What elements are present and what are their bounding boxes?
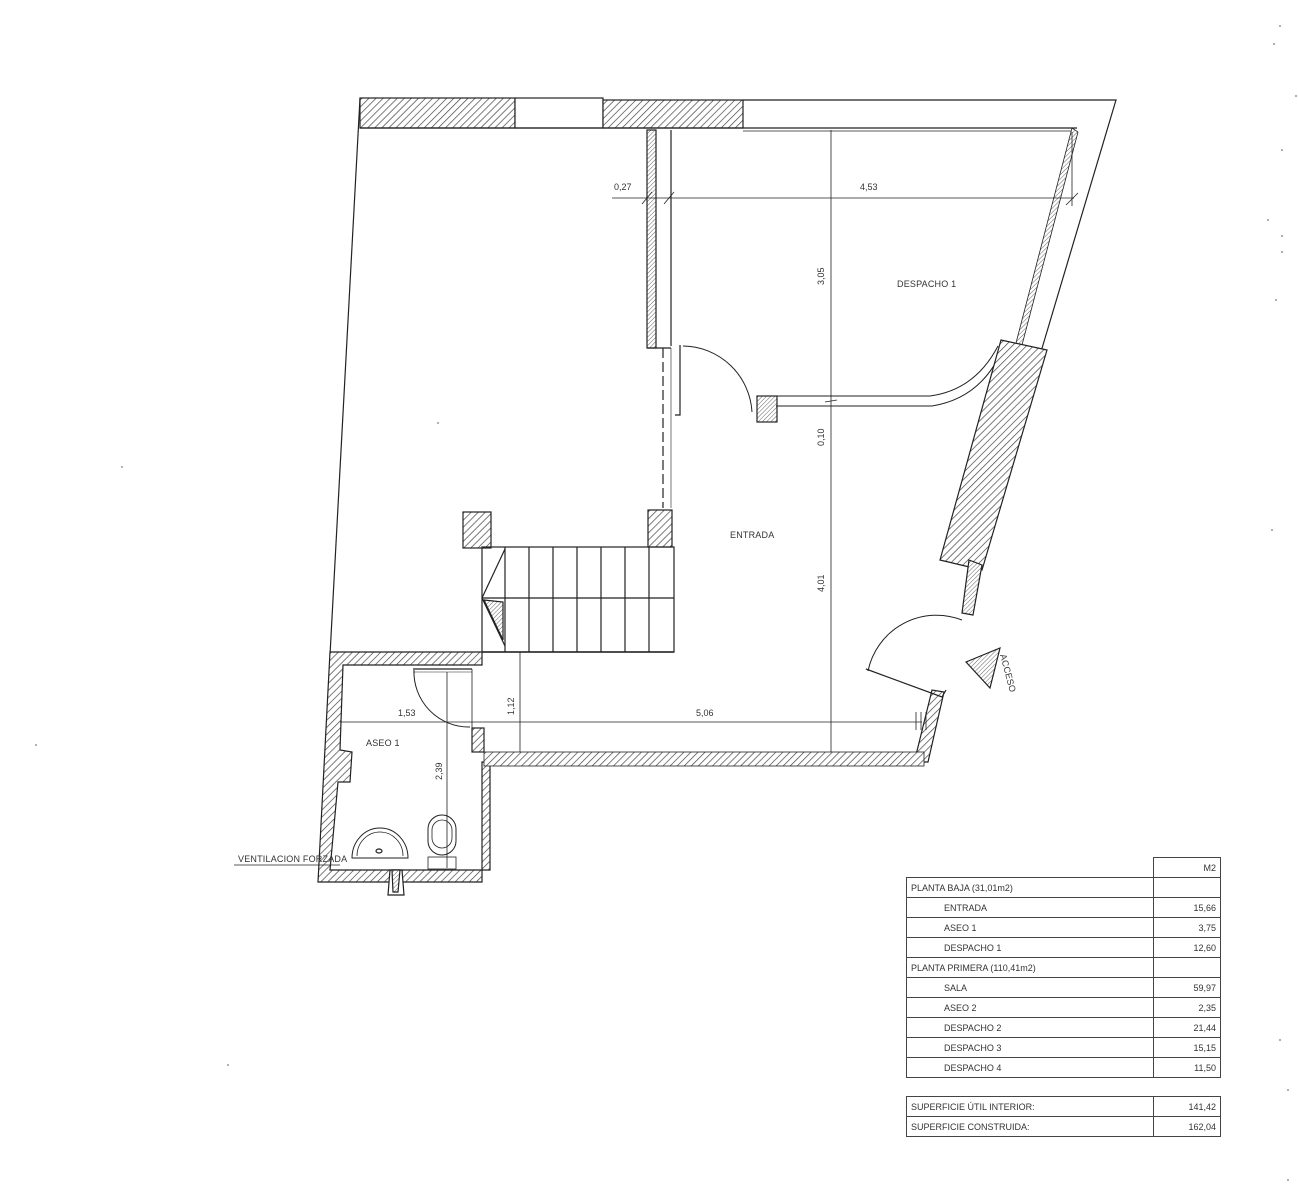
table-row: SALA 59,97 bbox=[906, 977, 1221, 998]
total-row: SUPERFICIE ÚTIL INTERIOR: 141,42 bbox=[906, 1096, 1221, 1117]
room-area: 21,44 bbox=[1153, 1017, 1221, 1038]
group-row: PLANTA BAJA (31,01m2) bbox=[906, 877, 1221, 898]
room-name: ASEO 1 bbox=[906, 917, 1154, 938]
dimension-4-53: 4,53 bbox=[860, 182, 878, 192]
table-header-row: M2 bbox=[907, 857, 1221, 878]
table-row: DESPACHO 2 21,44 bbox=[906, 1017, 1221, 1038]
room-area: 15,66 bbox=[1153, 897, 1221, 918]
room-area: 59,97 bbox=[1153, 977, 1221, 998]
pillar-right bbox=[647, 509, 673, 548]
table-row: ASEO 1 3,75 bbox=[906, 917, 1221, 938]
dimension-1-53: 1,53 bbox=[398, 708, 416, 718]
dimension-2-39: 2,39 bbox=[434, 762, 444, 780]
table-row: ASEO 2 2,35 bbox=[906, 997, 1221, 1018]
group-row: PLANTA PRIMERA (110,41m2) bbox=[906, 957, 1221, 978]
room-name: ASEO 2 bbox=[906, 997, 1154, 1018]
staircase bbox=[481, 546, 675, 653]
room-area: 3,75 bbox=[1153, 917, 1221, 938]
aseo-wall bbox=[317, 651, 945, 883]
pillar-left bbox=[462, 511, 492, 549]
room-area: 12,60 bbox=[1153, 937, 1221, 958]
dimension-5-06: 5,06 bbox=[696, 708, 714, 718]
bottom-wall bbox=[483, 751, 925, 767]
room-label-despacho-1: DESPACHO 1 bbox=[897, 279, 956, 289]
dimension-3-05: 3,05 bbox=[816, 267, 826, 285]
total-value: 162,04 bbox=[1153, 1116, 1221, 1137]
room-name: DESPACHO 2 bbox=[906, 1017, 1154, 1038]
top-wall-left bbox=[359, 97, 516, 129]
acceso-arrow-icon bbox=[964, 646, 1001, 690]
room-area: 11,50 bbox=[1153, 1057, 1221, 1078]
door-swing-aseo bbox=[413, 669, 471, 728]
rooms-area-table: M2 PLANTA BAJA (31,01m2) ENTRADA 15,66 A… bbox=[906, 857, 1221, 1078]
acceso-label: ACCESO bbox=[998, 653, 1018, 693]
interior-partition-wall bbox=[646, 129, 657, 349]
total-label: SUPERFICIE ÚTIL INTERIOR: bbox=[906, 1096, 1154, 1117]
sink-icon bbox=[351, 827, 409, 859]
door-swing-acceso bbox=[867, 614, 963, 672]
total-row: SUPERFICIE CONSTRUIDA: 162,04 bbox=[906, 1116, 1221, 1137]
room-name: ENTRADA bbox=[906, 897, 1154, 918]
room-name: DESPACHO 4 bbox=[906, 1057, 1154, 1078]
room-label-entrada: ENTRADA bbox=[730, 530, 774, 540]
room-area: 15,15 bbox=[1153, 1037, 1221, 1058]
outer-boundary-right bbox=[743, 99, 1117, 356]
room-name: DESPACHO 3 bbox=[906, 1037, 1154, 1058]
table-row: ENTRADA 15,66 bbox=[906, 897, 1221, 918]
group-title: PLANTA PRIMERA (110,41m2) bbox=[906, 957, 1154, 978]
room-name: DESPACHO 1 bbox=[906, 937, 1154, 958]
room-label-aseo-1: ASEO 1 bbox=[366, 738, 400, 748]
totals-table: SUPERFICIE ÚTIL INTERIOR: 141,42 SUPERFI… bbox=[906, 1096, 1221, 1137]
wc-icon bbox=[427, 814, 457, 856]
top-wall-middle bbox=[602, 99, 744, 129]
surface-summary-table: M2 PLANTA BAJA (31,01m2) ENTRADA 15,66 A… bbox=[906, 857, 1222, 1137]
ventilacion-label: VENTILACION FORZADA bbox=[238, 854, 347, 864]
room-area: 2,35 bbox=[1153, 997, 1221, 1018]
group-title: PLANTA BAJA (31,01m2) bbox=[906, 877, 1154, 898]
despacho-slanted-wall bbox=[1015, 127, 1079, 346]
dimension-0-10: 0,10 bbox=[816, 428, 826, 446]
table-row: DESPACHO 4 11,50 bbox=[906, 1057, 1221, 1078]
dimension-4-01: 4,01 bbox=[816, 574, 826, 592]
right-exterior-wall bbox=[939, 339, 1048, 571]
table-row: DESPACHO 3 15,15 bbox=[906, 1037, 1221, 1058]
dimension-1-12: 1,12 bbox=[506, 697, 516, 715]
unit-header: M2 bbox=[1153, 857, 1221, 878]
room-name: SALA bbox=[906, 977, 1154, 998]
window-opening bbox=[514, 97, 604, 129]
table-row: DESPACHO 1 12,60 bbox=[906, 937, 1221, 958]
total-value: 141,42 bbox=[1153, 1096, 1221, 1117]
door-swing-despacho bbox=[682, 345, 753, 413]
dimension-0-27: 0,27 bbox=[614, 182, 632, 192]
total-label: SUPERFICIE CONSTRUIDA: bbox=[906, 1116, 1154, 1137]
